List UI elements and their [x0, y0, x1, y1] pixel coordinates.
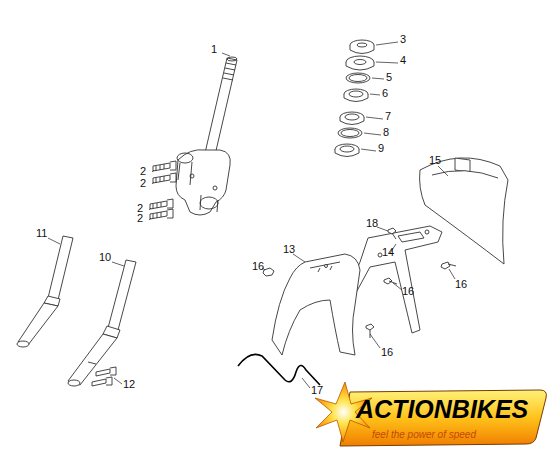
callout-number: 16 — [381, 347, 393, 358]
callout-number: 7 — [385, 111, 391, 122]
callout-number: 9 — [378, 143, 384, 154]
callout-number: 8 — [383, 127, 389, 138]
callout-number: 2 — [137, 213, 143, 224]
speedo-cable — [238, 354, 320, 385]
callout-number: 13 — [283, 244, 295, 255]
callout-number: 18 — [366, 218, 378, 229]
fork-legs — [17, 236, 136, 386]
fixing-bolts — [263, 228, 456, 338]
callout-number: 5 — [386, 72, 392, 83]
callout-number: 15 — [429, 155, 441, 166]
callout-number: 6 — [382, 88, 388, 99]
callout-number: 10 — [99, 252, 111, 263]
callout-number: 16 — [402, 286, 414, 297]
front-fender — [272, 254, 360, 355]
logo-tagline: feel the power of speed — [372, 430, 476, 440]
logo-badge — [315, 382, 546, 446]
axle-bolts — [92, 367, 116, 386]
front-fender-rear — [420, 158, 508, 264]
steering-stem — [176, 57, 237, 215]
callout-number: 16 — [455, 279, 467, 290]
callout-number: 16 — [252, 261, 264, 272]
callout-number: 3 — [400, 34, 406, 45]
clamp-bolts — [150, 161, 176, 219]
callout-number: 2 — [140, 166, 146, 177]
leader-lines — [48, 42, 455, 388]
callout-number: 1 — [211, 44, 217, 55]
callout-number: 4 — [400, 55, 406, 66]
logo-wordmark: ACTIONBIKES — [356, 397, 528, 422]
callout-number: 12 — [123, 379, 135, 390]
callout-number: 17 — [311, 385, 323, 396]
callout-number: 14 — [382, 247, 394, 258]
callout-number: 11 — [36, 228, 47, 239]
head-bearing-set — [335, 40, 374, 157]
callout-number: 2 — [140, 178, 146, 189]
